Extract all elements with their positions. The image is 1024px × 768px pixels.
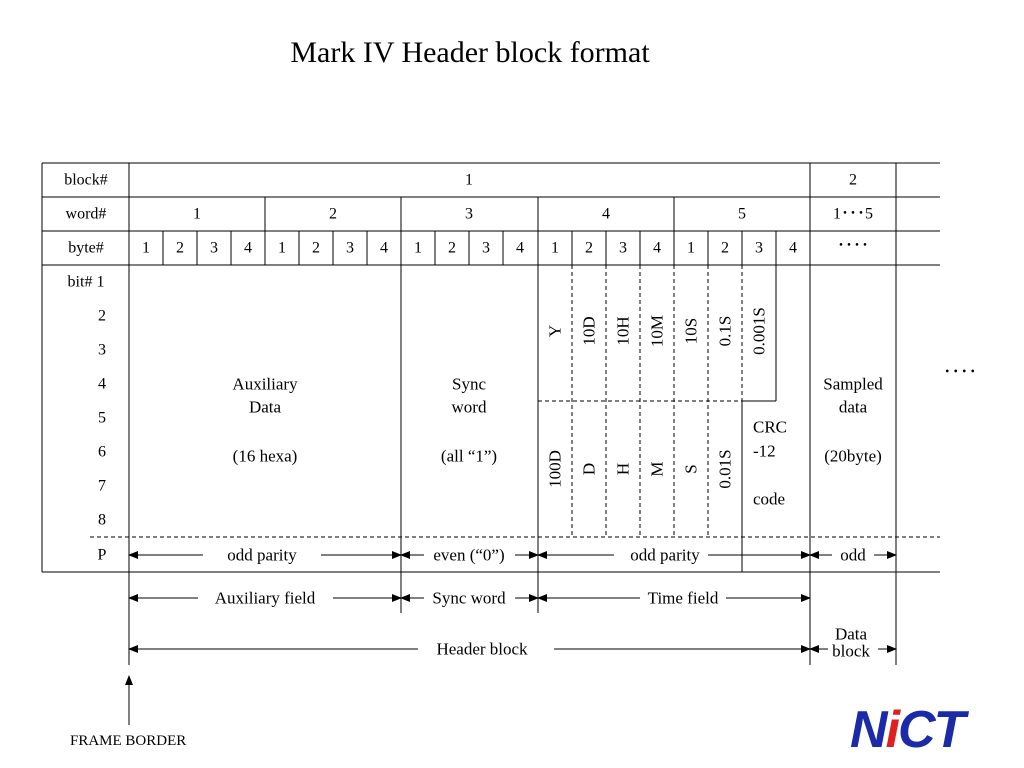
word-headers: 1 2 3 4 5 1･･･5: [193, 206, 873, 223]
logo-part: i: [885, 701, 901, 759]
time-field-bottom: 100D D H M S 0.01S: [546, 449, 735, 488]
byte-number: 3: [482, 240, 490, 257]
byte-ellipsis: ････: [837, 238, 869, 255]
word-number: 4: [602, 206, 610, 223]
parity-label: odd parity: [630, 546, 700, 565]
time-unit-label: 10H: [614, 316, 633, 345]
auxiliary-data-cell: Auxiliary Data (16 hexa): [232, 375, 298, 466]
bit-number: 2: [98, 308, 106, 325]
byte-number: 2: [448, 240, 456, 257]
sampled-text: Sampled: [823, 375, 883, 394]
parity-row-label: P: [98, 547, 107, 564]
time-field-top: Y 10D 10H 10M 10S 0.1S 0.001S: [546, 307, 769, 355]
byte-number: 1: [414, 240, 422, 257]
time-field-label: Time field: [648, 589, 719, 608]
time-unit-label: 0.001S: [750, 307, 769, 355]
parity-label: even (“0”): [433, 546, 504, 565]
bit-number: 5: [98, 410, 106, 427]
byte-number: 4: [516, 240, 524, 257]
byte-number: 3: [619, 240, 627, 257]
time-unit-label: Y: [546, 325, 565, 337]
block-row-label: block#: [64, 172, 108, 189]
byte-number: 3: [346, 240, 354, 257]
byte-headers: 1 2 3 4 1 2 3 4 1 2 3 4 1 2 3 4 1 2 3 4: [142, 240, 797, 257]
time-unit-label: M: [648, 461, 667, 476]
data-block-label: block: [832, 642, 870, 661]
block-number: 2: [849, 172, 857, 189]
page-title: Mark IV Header block format: [290, 36, 650, 69]
time-unit-label: 10S: [682, 318, 701, 344]
byte-number: 4: [653, 240, 661, 257]
nict-logo: NiCT: [850, 701, 965, 759]
sync-word-field-label: Sync word: [432, 589, 506, 608]
header-block-label: Header block: [436, 640, 528, 659]
byte-number: 4: [789, 240, 797, 257]
time-unit-label: 10D: [580, 316, 599, 345]
byte-number: 2: [176, 240, 184, 257]
time-unit-label: D: [580, 463, 599, 475]
field-brackets: Auxiliary field Sync word Time field Hea…: [128, 572, 897, 665]
sync-text: Sync: [452, 375, 486, 394]
byte-number: 3: [755, 240, 763, 257]
logo-part: CT: [898, 701, 965, 759]
table-grid: [41, 162, 940, 573]
crc-cell: CRC -12 code: [753, 418, 787, 509]
bit-number: 3: [98, 342, 106, 359]
parity-label: odd: [840, 546, 866, 565]
parity-label: odd parity: [227, 546, 297, 565]
sync-text: (all “1”): [441, 447, 497, 466]
byte-number: 1: [142, 240, 150, 257]
byte-row-label: byte#: [68, 240, 104, 257]
byte-number: 1: [551, 240, 559, 257]
time-unit-label: 0.01S: [716, 449, 735, 488]
auxiliary-text: Auxiliary: [232, 375, 298, 394]
word-number: 2: [329, 206, 337, 223]
block-number: 1: [465, 172, 473, 189]
byte-number: 2: [312, 240, 320, 257]
byte-number: 4: [244, 240, 252, 257]
auxiliary-field-label: Auxiliary field: [215, 589, 316, 608]
time-unit-label: 100D: [546, 450, 565, 488]
time-unit-label: H: [614, 463, 633, 475]
bit-number: 7: [98, 478, 106, 495]
bit-row-label: bit# 1: [68, 274, 105, 291]
bit-number: 6: [98, 444, 106, 461]
word-number: 3: [465, 206, 473, 223]
bit-number: 8: [98, 512, 106, 529]
byte-number: 3: [210, 240, 218, 257]
crc-text: CRC: [753, 418, 787, 437]
auxiliary-text: (16 hexa): [233, 447, 298, 466]
word-number: 5: [738, 206, 746, 223]
time-unit-label: 10M: [648, 315, 667, 347]
word-row-label: word#: [66, 206, 107, 223]
auxiliary-text: Data: [249, 398, 282, 417]
bit-number: 4: [98, 376, 106, 393]
parity-row: odd parity even (“0”) odd parity odd: [128, 546, 897, 565]
frame-border-label: FRAME BORDER: [70, 733, 187, 749]
sampled-text: data: [839, 398, 868, 417]
logo-part: N: [850, 701, 888, 759]
continuation-ellipsis: ････: [943, 363, 977, 382]
sampled-data-cell: Sampled data (20byte): [823, 375, 883, 466]
time-unit-label: S: [682, 464, 701, 473]
byte-number: 1: [687, 240, 695, 257]
crc-text: -12: [753, 442, 776, 461]
byte-number: 2: [585, 240, 593, 257]
sync-word-cell: Sync word (all “1”): [441, 375, 497, 466]
byte-number: 2: [721, 240, 729, 257]
byte-number: 1: [278, 240, 286, 257]
sync-text: word: [452, 398, 487, 417]
word-number: 1･･･5: [833, 206, 873, 223]
byte-number: 4: [380, 240, 388, 257]
sampled-text: (20byte): [824, 447, 882, 466]
row-labels: block# word# byte# bit# 1 2 3 4 5 6 7 8 …: [64, 172, 108, 564]
time-unit-label: 0.1S: [716, 316, 735, 347]
data-block-label: Data: [835, 625, 868, 644]
block-headers: 1 2: [465, 172, 857, 189]
word-number: 1: [193, 206, 201, 223]
crc-text: code: [753, 490, 785, 509]
